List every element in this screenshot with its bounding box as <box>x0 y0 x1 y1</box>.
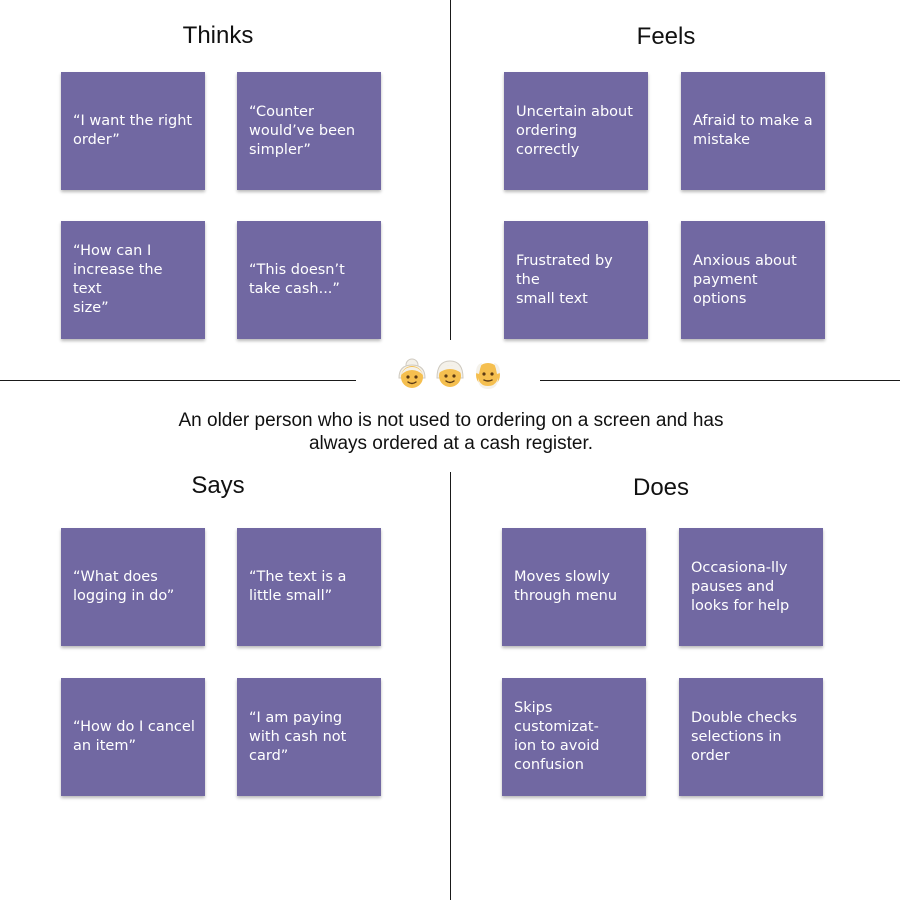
horizontal-divider-right <box>540 380 900 381</box>
does-note-2[interactable]: Occasiona-lly pauses and looks for help <box>679 528 823 646</box>
note-text: Uncertain about ordering correctly <box>516 103 633 158</box>
note-text: Frustrated by the small text <box>516 252 613 307</box>
older-man-emoji-icon <box>476 363 500 389</box>
note-text: Skips customizat- ion to avoid confusion <box>514 700 600 773</box>
note-text: Moves slowly through menu <box>514 569 618 604</box>
thinks-title: Thinks <box>182 22 254 49</box>
says-note-2[interactable]: “The text is a little small” <box>237 528 381 646</box>
note-text: “I am paying with cash not card” <box>249 709 347 764</box>
thinks-note-4[interactable]: “This doesn’t take cash...” <box>237 221 381 339</box>
says-title: Says <box>191 472 245 499</box>
feels-note-3[interactable]: Frustrated by the small text <box>504 221 648 339</box>
note-text: “This doesn’t take cash...” <box>249 262 345 297</box>
persona-icons <box>394 354 508 394</box>
thinks-note-1[interactable]: “I want the right order” <box>61 72 205 190</box>
feels-note-2[interactable]: Afraid to make a mistake <box>681 72 825 190</box>
feels-title: Feels <box>636 23 696 50</box>
vertical-divider-bottom <box>450 472 451 900</box>
does-note-4[interactable]: Double checks selections in order <box>679 678 823 796</box>
does-title: Does <box>632 474 690 501</box>
note-text: “What does logging in do” <box>73 569 175 604</box>
note-text: “How do I cancel an item” <box>73 719 195 754</box>
note-text: Afraid to make a mistake <box>693 113 813 148</box>
feels-note-4[interactable]: Anxious about payment options <box>681 221 825 339</box>
horizontal-divider-left <box>0 380 356 381</box>
note-text: Anxious about payment options <box>693 252 797 307</box>
says-note-4[interactable]: “I am paying with cash not card” <box>237 678 381 796</box>
feels-note-1[interactable]: Uncertain about ordering correctly <box>504 72 648 190</box>
vertical-divider-top <box>450 0 451 340</box>
note-text: “How can I increase the text size” <box>73 243 163 316</box>
note-text: “I want the right order” <box>73 113 193 148</box>
says-note-1[interactable]: “What does logging in do” <box>61 528 205 646</box>
says-note-3[interactable]: “How do I cancel an item” <box>61 678 205 796</box>
note-text: “The text is a little small” <box>249 569 347 604</box>
thinks-note-2[interactable]: “Counter would’ve been simpler” <box>237 72 381 190</box>
note-text: Double checks selections in order <box>691 709 797 764</box>
does-note-3[interactable]: Skips customizat- ion to avoid confusion <box>502 678 646 796</box>
older-person-emoji-icon <box>436 360 464 387</box>
thinks-note-3[interactable]: “How can I increase the text size” <box>61 221 205 339</box>
older-woman-emoji-icon <box>398 358 426 388</box>
note-text: Occasiona-lly pauses and looks for help <box>691 559 790 614</box>
persona-description: An older person who is not used to order… <box>178 410 724 454</box>
note-text: “Counter would’ve been simpler” <box>249 103 356 158</box>
does-note-1[interactable]: Moves slowly through menu <box>502 528 646 646</box>
